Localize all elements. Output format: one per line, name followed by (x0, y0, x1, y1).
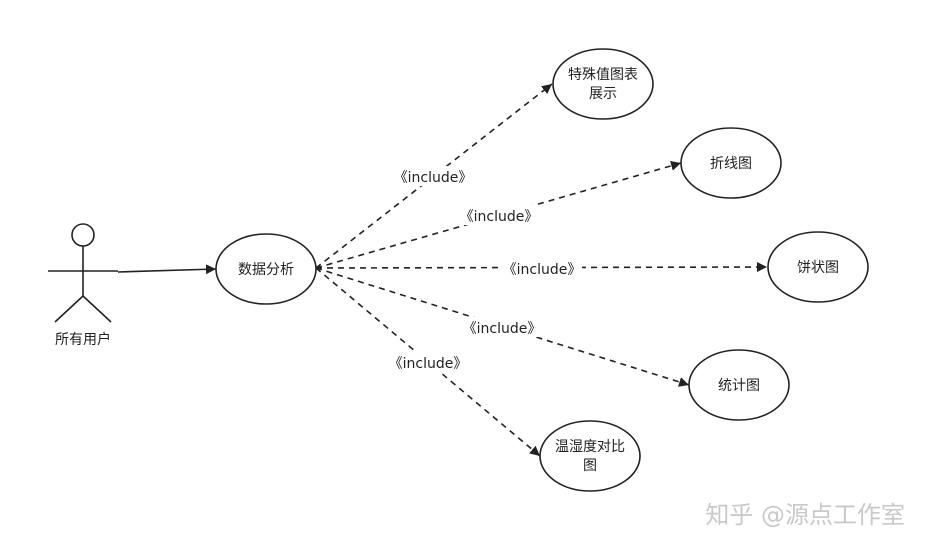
use-case-label: 折线图 (710, 156, 752, 172)
label-bg (393, 166, 473, 186)
actor-label: 所有用户 (55, 331, 111, 348)
association-line (117, 264, 217, 275)
include-label: 《include》 (389, 356, 468, 372)
use-case-line-chart[interactable]: 折线图 (680, 127, 782, 199)
label-bg (502, 258, 582, 278)
use-case-statistics-chart[interactable]: 统计图 (688, 349, 790, 421)
use-case-ellipse (539, 420, 641, 492)
use-case-label-line-1: 温湿度对比 (555, 439, 625, 455)
use-case-label: 饼状图 (797, 260, 839, 276)
include-line-special (315, 83, 553, 269)
use-case-special-values-chart[interactable]: 特殊值图表 展示 (552, 48, 654, 120)
use-case-ellipse (215, 233, 317, 305)
include-label: 《include》 (460, 209, 539, 225)
include-label: 《include》 (463, 321, 542, 337)
actor-head (71, 223, 95, 247)
label-bg (388, 352, 468, 372)
actor-figure: 所有用户 (48, 223, 118, 348)
use-case-ellipse (552, 48, 654, 120)
use-case-label: 数据分析 (238, 262, 294, 278)
use-case-temp-humidity-chart[interactable]: 温湿度对比 图 (539, 420, 641, 492)
include-label: 《include》 (503, 262, 582, 278)
use-case-pie-chart[interactable]: 饼状图 (767, 231, 869, 303)
use-case-label: 统计图 (718, 378, 760, 394)
use-case-ellipse (680, 127, 782, 199)
watermark-text: 知乎 @源点工作室 (705, 501, 905, 529)
use-case-label-line-2: 图 (583, 458, 597, 474)
use-case-label-line-2: 展示 (589, 86, 617, 102)
use-case-label-line-1: 特殊值图表 (568, 67, 638, 83)
use-case-data-analysis[interactable]: 数据分析 (215, 233, 317, 305)
actor-right-leg (82, 295, 112, 323)
actor-left-leg (54, 295, 84, 323)
use-case-ellipse (688, 349, 790, 421)
include-relations: 《include》 《include》 《include》 《include》 … (315, 83, 768, 457)
use-case-ellipse (767, 231, 869, 303)
label-bg (459, 205, 539, 225)
include-label: 《include》 (394, 170, 473, 186)
label-bg (462, 317, 542, 337)
